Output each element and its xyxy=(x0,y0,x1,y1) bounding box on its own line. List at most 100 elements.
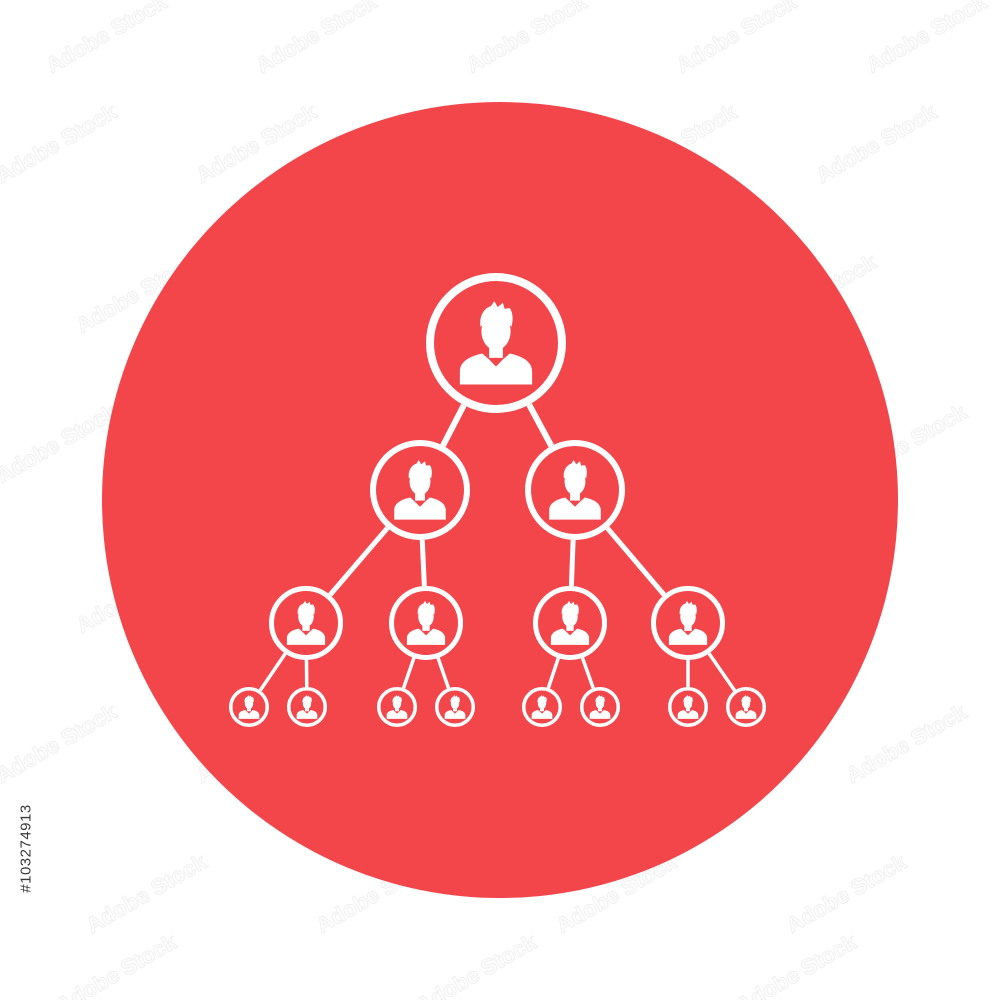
connector-line xyxy=(401,657,416,689)
connector-line xyxy=(436,657,451,689)
node-ring xyxy=(668,687,708,727)
node-ring xyxy=(229,687,269,727)
person-neck-shape xyxy=(598,707,602,712)
person-hair-shape xyxy=(741,695,751,703)
person-icon xyxy=(386,695,408,719)
person-hair-shape xyxy=(595,695,605,703)
person-icon xyxy=(444,695,466,719)
stock-id-text: #103274913 xyxy=(17,803,35,893)
person-torso-shape xyxy=(459,353,533,385)
person-neck-shape xyxy=(566,624,574,631)
person-torso-shape xyxy=(668,628,708,645)
person-neck-shape xyxy=(453,707,457,712)
connector-line xyxy=(568,539,576,587)
person-icon xyxy=(677,695,699,719)
connector-line xyxy=(526,403,554,448)
person-icon xyxy=(406,600,446,645)
person-icon xyxy=(735,695,757,719)
person-node-root-2-1-1 xyxy=(522,687,562,727)
node-ring xyxy=(651,586,725,660)
node-ring xyxy=(269,586,343,660)
person-icon xyxy=(668,600,708,645)
watermark-text: Adobe Stock xyxy=(782,849,912,938)
person-torso-shape xyxy=(549,497,601,520)
person-torso-shape xyxy=(386,710,408,719)
person-torso-shape xyxy=(286,628,326,645)
node-ring xyxy=(580,687,620,727)
person-icon xyxy=(286,600,326,645)
person-torso-shape xyxy=(296,710,318,719)
person-icon xyxy=(238,695,260,719)
person-neck-shape xyxy=(395,707,399,712)
person-icon xyxy=(296,695,318,719)
person-hair-shape xyxy=(244,695,254,703)
person-neck-shape xyxy=(686,707,690,712)
watermark-text: Adobe Stock xyxy=(82,849,212,938)
node-ring xyxy=(287,687,327,727)
person-hair-shape xyxy=(450,695,460,703)
person-hair-shape xyxy=(563,460,587,479)
watermark-text: Adobe Stock xyxy=(862,0,992,78)
node-ring xyxy=(426,273,566,413)
watermark-text: Adobe Stock xyxy=(732,929,862,1000)
node-ring xyxy=(377,687,417,727)
person-neck-shape xyxy=(744,707,748,712)
watermark-text: Adobe Stock xyxy=(0,99,121,188)
person-torso-shape xyxy=(238,710,260,719)
person-icon xyxy=(589,695,611,719)
person-hair-shape xyxy=(302,695,312,703)
person-neck-shape xyxy=(415,492,425,501)
person-neck-shape xyxy=(422,624,430,631)
person-torso-shape xyxy=(406,628,446,645)
person-hair-shape xyxy=(537,695,547,703)
connector-line xyxy=(328,526,390,597)
person-icon xyxy=(394,460,446,520)
person-hair-shape xyxy=(408,460,432,479)
connector-line xyxy=(707,652,737,692)
person-icon xyxy=(459,301,533,385)
person-torso-shape xyxy=(677,710,699,719)
connector-line xyxy=(546,657,560,689)
person-neck-shape xyxy=(540,707,544,712)
connector-line xyxy=(440,403,467,447)
person-node-root-2-2-1 xyxy=(668,687,708,727)
watermark-text: Adobe Stock xyxy=(52,929,182,1000)
watermark-text: Adobe Stock xyxy=(42,0,172,78)
watermark-text: Adobe Stock xyxy=(842,699,972,788)
person-node-root-2-1-2 xyxy=(580,687,620,727)
person-node-root-1-2-2 xyxy=(435,687,475,727)
person-node-root-2 xyxy=(525,440,625,540)
watermark-text: Adobe Stock xyxy=(462,0,592,78)
connector-line xyxy=(605,526,666,597)
person-neck-shape xyxy=(570,492,580,501)
node-ring xyxy=(389,586,463,660)
person-node-root-1 xyxy=(370,440,470,540)
person-torso-shape xyxy=(735,710,757,719)
person-torso-shape xyxy=(531,710,553,719)
person-neck-shape xyxy=(305,707,309,712)
person-torso-shape xyxy=(550,628,590,645)
person-icon xyxy=(531,695,553,719)
person-torso-shape xyxy=(444,710,466,719)
person-hair-shape xyxy=(679,600,697,615)
person-node-root-1-1-2 xyxy=(287,687,327,727)
person-node-root-1-2-1 xyxy=(377,687,417,727)
person-nodes xyxy=(229,273,766,727)
person-torso-shape xyxy=(394,497,446,520)
person-node-root xyxy=(426,273,566,413)
person-node-root-1-1-1 xyxy=(229,687,269,727)
person-icon xyxy=(550,600,590,645)
watermark-text: Adobe Stock xyxy=(672,0,802,78)
stock-id-caption: #103274913 xyxy=(12,768,40,928)
connector-line xyxy=(580,657,595,689)
person-hair-shape xyxy=(417,600,435,615)
node-ring xyxy=(726,687,766,727)
red-circle-badge xyxy=(102,102,898,898)
person-hair-shape xyxy=(683,695,693,703)
node-ring xyxy=(525,440,625,540)
person-neck-shape xyxy=(247,707,251,712)
person-torso-shape xyxy=(589,710,611,719)
watermark-text: Adobe Stock xyxy=(412,929,542,1000)
node-ring xyxy=(370,440,470,540)
